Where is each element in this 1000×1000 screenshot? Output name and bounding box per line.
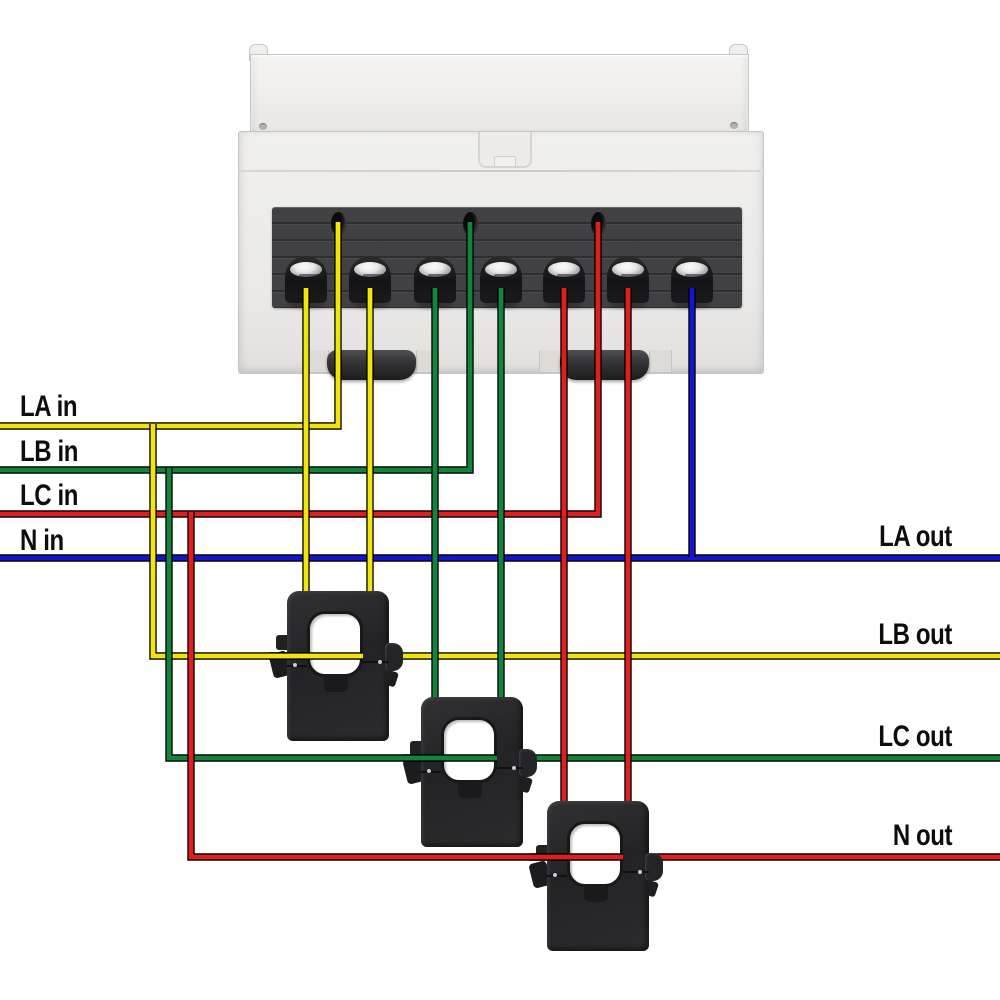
- label-la-out: LA out: [879, 520, 952, 553]
- meter-lid-seam: [239, 170, 761, 172]
- terminal-screw-slot: [557, 274, 581, 277]
- ct-pivot-dot-right: [512, 766, 516, 770]
- la-in-line-and-voltage-tap-wire: [0, 222, 341, 429]
- terminal-screw-slot: [363, 274, 387, 277]
- din-rail-clip-right: [560, 350, 649, 380]
- ct-hinge-knob: [385, 643, 403, 671]
- ct-clamp-1: [268, 591, 403, 741]
- label-n-in: N in: [20, 524, 64, 557]
- ct-hinge-knob: [645, 853, 663, 881]
- lc-in-line-and-voltage-tap-wire: [0, 222, 601, 517]
- flange-screw-left: [259, 123, 267, 130]
- flange-screw-right: [730, 122, 738, 129]
- terminal-screw-head: [612, 262, 645, 277]
- terminal-screw-slot: [494, 274, 518, 277]
- ct-pivot-dot-left: [293, 663, 297, 667]
- ct-split-seam-right: [363, 661, 389, 663]
- terminal-screw-head: [548, 262, 581, 277]
- label-lc-out: LC out: [878, 720, 952, 753]
- terminal-screw-head: [485, 262, 518, 277]
- ct-clamp-window: [307, 611, 363, 677]
- ct-pivot-dot-left: [553, 873, 557, 877]
- ct-split-seam-right: [497, 767, 523, 769]
- phase-a-through-ct1-out-wire: [150, 424, 1000, 659]
- label-lc-in: LC in: [20, 479, 78, 512]
- terminal-screw-slot: [685, 274, 709, 277]
- ct-window-foot-tab: [458, 781, 482, 798]
- ct-latch-tab-upper: [410, 741, 423, 756]
- terminal-screw-slot: [428, 274, 452, 277]
- ct-window-foot-tab: [324, 675, 348, 692]
- terminal-screw-head: [676, 262, 709, 277]
- ct-split-seam-right: [623, 871, 649, 873]
- ct-split-seam-left: [421, 771, 441, 773]
- label-n-out: N out: [892, 819, 953, 852]
- terminal-screw-head: [290, 262, 323, 277]
- meter-notch-tab: [494, 156, 516, 166]
- ct-split-seam-left: [547, 875, 567, 877]
- label-la-in: LA in: [20, 390, 78, 423]
- terminal-screw-head: [419, 262, 452, 277]
- ct-clamp-2: [402, 697, 537, 847]
- ct-pivot-dot-right: [378, 660, 382, 664]
- ct-window-foot-tab: [584, 885, 608, 902]
- label-lb-in: LB in: [20, 435, 78, 468]
- terminal-screw-slot: [299, 274, 323, 277]
- ct-hinge-knob: [519, 749, 537, 777]
- ct-pivot-dot-right: [638, 870, 642, 874]
- terminal-screw-head: [354, 262, 387, 277]
- terminal-6: [607, 256, 649, 303]
- phase-c-through-ct3-out-wire: [188, 512, 1000, 860]
- phase-b-through-ct2-out-wire: [166, 468, 1000, 761]
- meter-top-flange: [250, 54, 749, 133]
- meter-top-notch: [478, 132, 532, 168]
- ct-latch-tab-upper: [276, 635, 289, 650]
- ct-pivot-dot-left: [427, 769, 431, 773]
- ct-split-seam-left: [287, 665, 307, 667]
- label-lb-out: LB out: [878, 618, 952, 651]
- terminal-screw-slot: [621, 274, 645, 277]
- din-clip-slot: [649, 350, 672, 373]
